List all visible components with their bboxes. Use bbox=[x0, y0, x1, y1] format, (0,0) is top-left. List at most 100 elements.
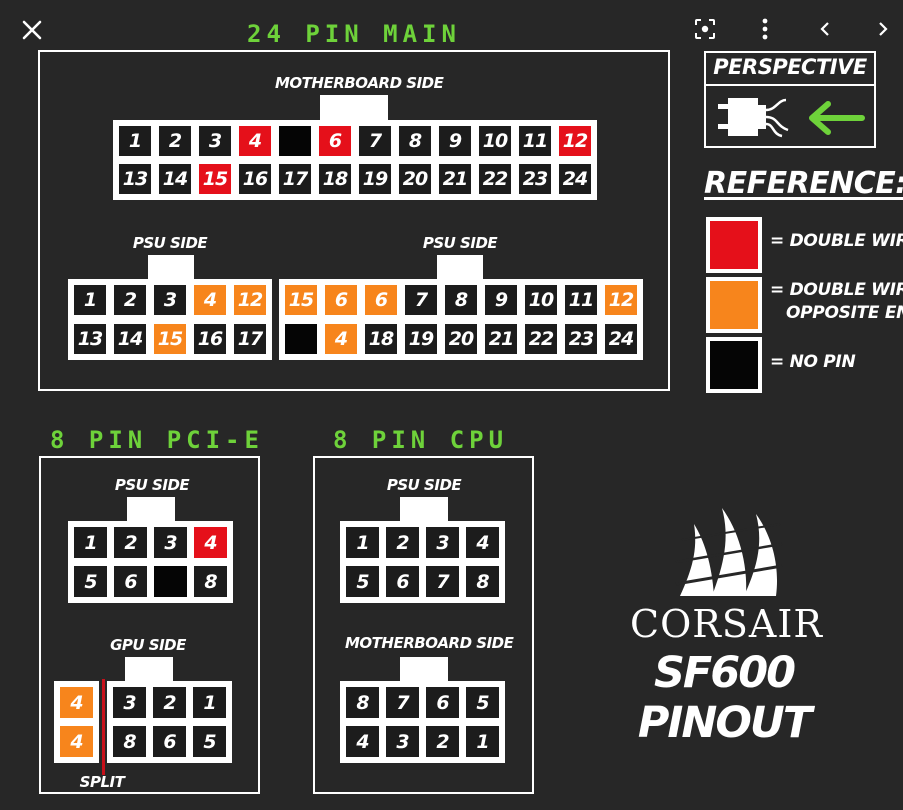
chevron-right-icon bbox=[879, 22, 888, 36]
pin: 24 bbox=[605, 324, 637, 354]
pin bbox=[285, 324, 317, 354]
pin: 3 bbox=[386, 726, 419, 757]
pin: 21 bbox=[485, 324, 517, 354]
pin: 23 bbox=[519, 164, 551, 194]
pin: 13 bbox=[74, 324, 106, 354]
pin: 2 bbox=[386, 527, 419, 558]
pin: 11 bbox=[565, 285, 597, 315]
pin: 10 bbox=[479, 126, 511, 156]
pin: 2 bbox=[159, 126, 191, 156]
pin: 1 bbox=[193, 687, 226, 718]
legend-swatch-orange bbox=[706, 277, 762, 333]
cpu-mb-latch bbox=[400, 657, 448, 683]
title-24-pin-main: 24 PIN MAIN bbox=[247, 20, 461, 48]
pin: 14 bbox=[114, 324, 146, 354]
reference-title: REFERENCE: bbox=[704, 166, 903, 201]
pin: 3 bbox=[426, 527, 459, 558]
plug-icon bbox=[718, 98, 789, 138]
pin: 8 bbox=[445, 285, 477, 315]
lens-icon bbox=[695, 19, 715, 39]
pin: 4 bbox=[346, 726, 379, 757]
pin: 4 bbox=[60, 687, 93, 718]
pin: 21 bbox=[439, 164, 471, 194]
pin: 10 bbox=[525, 285, 557, 315]
pcie-psu-latch bbox=[127, 497, 175, 523]
pin: 6 bbox=[386, 566, 419, 597]
pin: 7 bbox=[426, 566, 459, 597]
close-icon bbox=[22, 20, 42, 40]
pin: 23 bbox=[565, 324, 597, 354]
pcie-psu-side-label: PSU SIDE bbox=[114, 476, 190, 494]
pin: 17 bbox=[234, 324, 266, 354]
pin: 14 bbox=[159, 164, 191, 194]
pin: 6 bbox=[365, 285, 397, 315]
pin: 3 bbox=[199, 126, 231, 156]
pin bbox=[279, 126, 311, 156]
gpu-side-label: GPU SIDE bbox=[110, 636, 186, 654]
more-vertical-icon bbox=[762, 18, 768, 40]
pin: 7 bbox=[405, 285, 437, 315]
pin: 2 bbox=[426, 726, 459, 757]
pin: 4 bbox=[60, 726, 93, 757]
pin: 1 bbox=[119, 126, 151, 156]
pin: 18 bbox=[365, 324, 397, 354]
pin: 9 bbox=[439, 126, 471, 156]
pin: 6 bbox=[114, 566, 147, 597]
pin: 1 bbox=[466, 726, 499, 757]
pin: 13 bbox=[119, 164, 151, 194]
pcie-gpu-latch bbox=[125, 657, 173, 683]
mb24-latch bbox=[320, 95, 388, 123]
pin: 1 bbox=[346, 527, 379, 558]
legend-label-orange-2: OPPOSITE END bbox=[786, 303, 903, 323]
pin: 12 bbox=[605, 285, 637, 315]
pin: 4 bbox=[239, 126, 271, 156]
title-8-pin-pcie: 8 PIN PCI-E bbox=[50, 426, 264, 454]
next-button[interactable] bbox=[870, 16, 896, 42]
pin: 9 bbox=[485, 285, 517, 315]
close-button[interactable] bbox=[18, 16, 46, 44]
lens-button[interactable] bbox=[690, 14, 720, 44]
psu-side-label-right: PSU SIDE bbox=[422, 234, 498, 252]
pin: 12 bbox=[234, 285, 266, 315]
pin: 19 bbox=[405, 324, 437, 354]
pin: 18 bbox=[319, 164, 351, 194]
pin: 4 bbox=[194, 527, 227, 558]
pin: 6 bbox=[325, 285, 357, 315]
pin: 16 bbox=[239, 164, 271, 194]
more-options-button[interactable] bbox=[752, 14, 778, 44]
cpu-psu-side-label: PSU SIDE bbox=[386, 476, 462, 494]
title-8-pin-cpu: 8 PIN CPU bbox=[333, 426, 509, 454]
pin: 3 bbox=[154, 527, 187, 558]
pin: 20 bbox=[399, 164, 431, 194]
split-label: SPLIT bbox=[79, 773, 125, 791]
split-line bbox=[102, 679, 105, 775]
pin: 8 bbox=[113, 726, 146, 757]
pin: 22 bbox=[479, 164, 511, 194]
pin: 5 bbox=[346, 566, 379, 597]
pin: 2 bbox=[153, 687, 186, 718]
perspective-box bbox=[704, 51, 876, 148]
pin: 3 bbox=[113, 687, 146, 718]
legend-label-black: = NO PIN bbox=[770, 352, 856, 372]
psuA-latch bbox=[148, 255, 194, 281]
pcie-box bbox=[39, 456, 260, 794]
pin: 15 bbox=[199, 164, 231, 194]
cpu-psu-latch bbox=[400, 497, 448, 523]
pin: 4 bbox=[466, 527, 499, 558]
pin: 5 bbox=[466, 687, 499, 718]
pin: 3 bbox=[154, 285, 186, 315]
prev-button[interactable] bbox=[812, 16, 838, 42]
pin: 4 bbox=[325, 324, 357, 354]
pin: 16 bbox=[194, 324, 226, 354]
pin bbox=[154, 566, 187, 597]
pin: 22 bbox=[525, 324, 557, 354]
pin: 1 bbox=[74, 285, 106, 315]
main24-box bbox=[38, 50, 670, 391]
